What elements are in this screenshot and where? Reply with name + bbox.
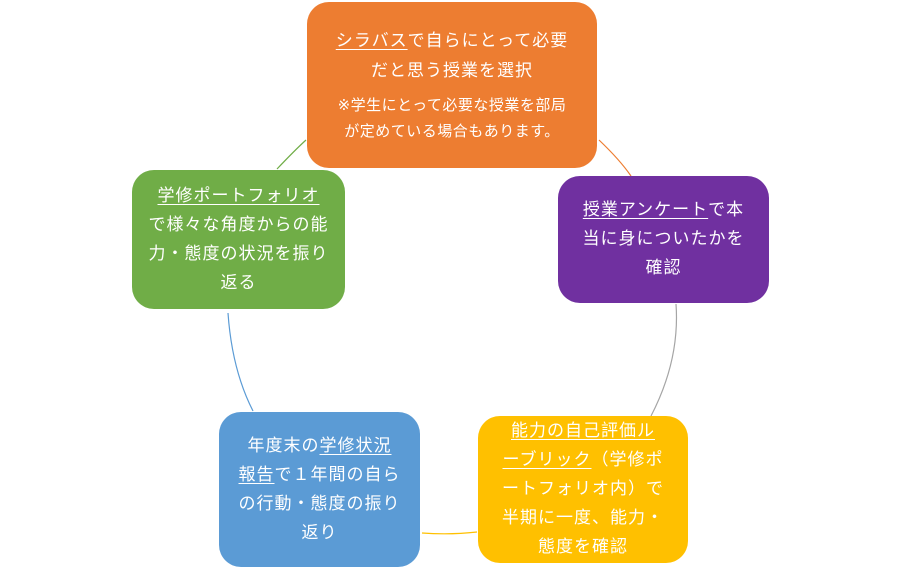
step-rubric-text: 能力の自己評価ル ーブリック（学修ポ ートフォリオ内）で 半期に一度、能力・ 態… xyxy=(502,417,664,562)
text: 返り xyxy=(301,522,338,543)
text: 当に身についたかを xyxy=(582,229,745,249)
text: 半期に一度、能力・ xyxy=(502,508,664,528)
text: 年度末の xyxy=(247,435,320,456)
step-report-box: 年度末の学修状況 報告で１年間の自ら の行動・態度の振り 返り xyxy=(219,412,420,567)
text: 返る xyxy=(220,272,257,293)
text: で１年間の自ら xyxy=(274,464,401,485)
step-syllabus-text: シラバスで自らにとって必要 だと思う授業を選択 xyxy=(336,26,568,86)
step-syllabus-box: シラバスで自らにとって必要 だと思う授業を選択 ※学生にとって必要な授業を部局 … xyxy=(307,2,597,168)
text: 力・態度の状況を振り xyxy=(148,243,329,264)
arc-orange-to-purple xyxy=(598,139,632,177)
text: で本 xyxy=(708,200,745,220)
step-portfolio-text: 学修ポートフォリオ で様々な角度からの能 力・態度の状況を振り 返る xyxy=(149,182,329,298)
step-rubric-box: 能力の自己評価ル ーブリック（学修ポ ートフォリオ内）で 半期に一度、能力・ 態… xyxy=(478,416,688,563)
text: （学修ポ xyxy=(591,450,664,470)
arc-blue-to-green xyxy=(227,312,254,412)
text: で自らにとって必要 xyxy=(407,31,569,51)
text: 態度を確認 xyxy=(538,537,628,557)
text: 確認 xyxy=(645,258,682,278)
arc-purple-to-yellow xyxy=(650,303,678,417)
step-report-text: 年度末の学修状況 報告で１年間の自ら の行動・態度の振り 返り xyxy=(239,432,401,548)
step-syllabus-note: ※学生にとって必要な授業を部局 が定めている場合もあります。 xyxy=(338,92,567,144)
step-portfolio-box: 学修ポートフォリオ で様々な角度からの能 力・態度の状況を振り 返る xyxy=(132,170,345,309)
report-link-text: 学修状況 xyxy=(319,435,392,456)
arc-yellow-to-blue xyxy=(421,531,478,535)
text: だと思う授業を選択 xyxy=(370,61,533,81)
text: が定めている場合もあります。 xyxy=(344,122,560,140)
text: ートフォリオ内）で xyxy=(502,479,664,499)
rubric-link-text-2: ーブリック xyxy=(502,450,592,470)
step-survey-box: 授業アンケートで本 当に身についたかを 確認 xyxy=(558,176,769,303)
arc-green-to-orange xyxy=(276,139,307,170)
survey-link-text: 授業アンケート xyxy=(582,200,709,220)
text: の行動・態度の振り xyxy=(238,493,401,514)
rubric-link-text: 能力の自己評価ル xyxy=(511,421,655,441)
portfolio-link-text: 学修ポートフォリオ xyxy=(157,185,320,206)
text: ※学生にとって必要な授業を部局 xyxy=(337,96,567,114)
syllabus-link-text: シラバス xyxy=(335,31,408,51)
report-link-text-2: 報告 xyxy=(238,464,275,485)
text: で様々な角度からの能 xyxy=(148,214,329,235)
step-survey-text: 授業アンケートで本 当に身についたかを 確認 xyxy=(583,196,745,283)
